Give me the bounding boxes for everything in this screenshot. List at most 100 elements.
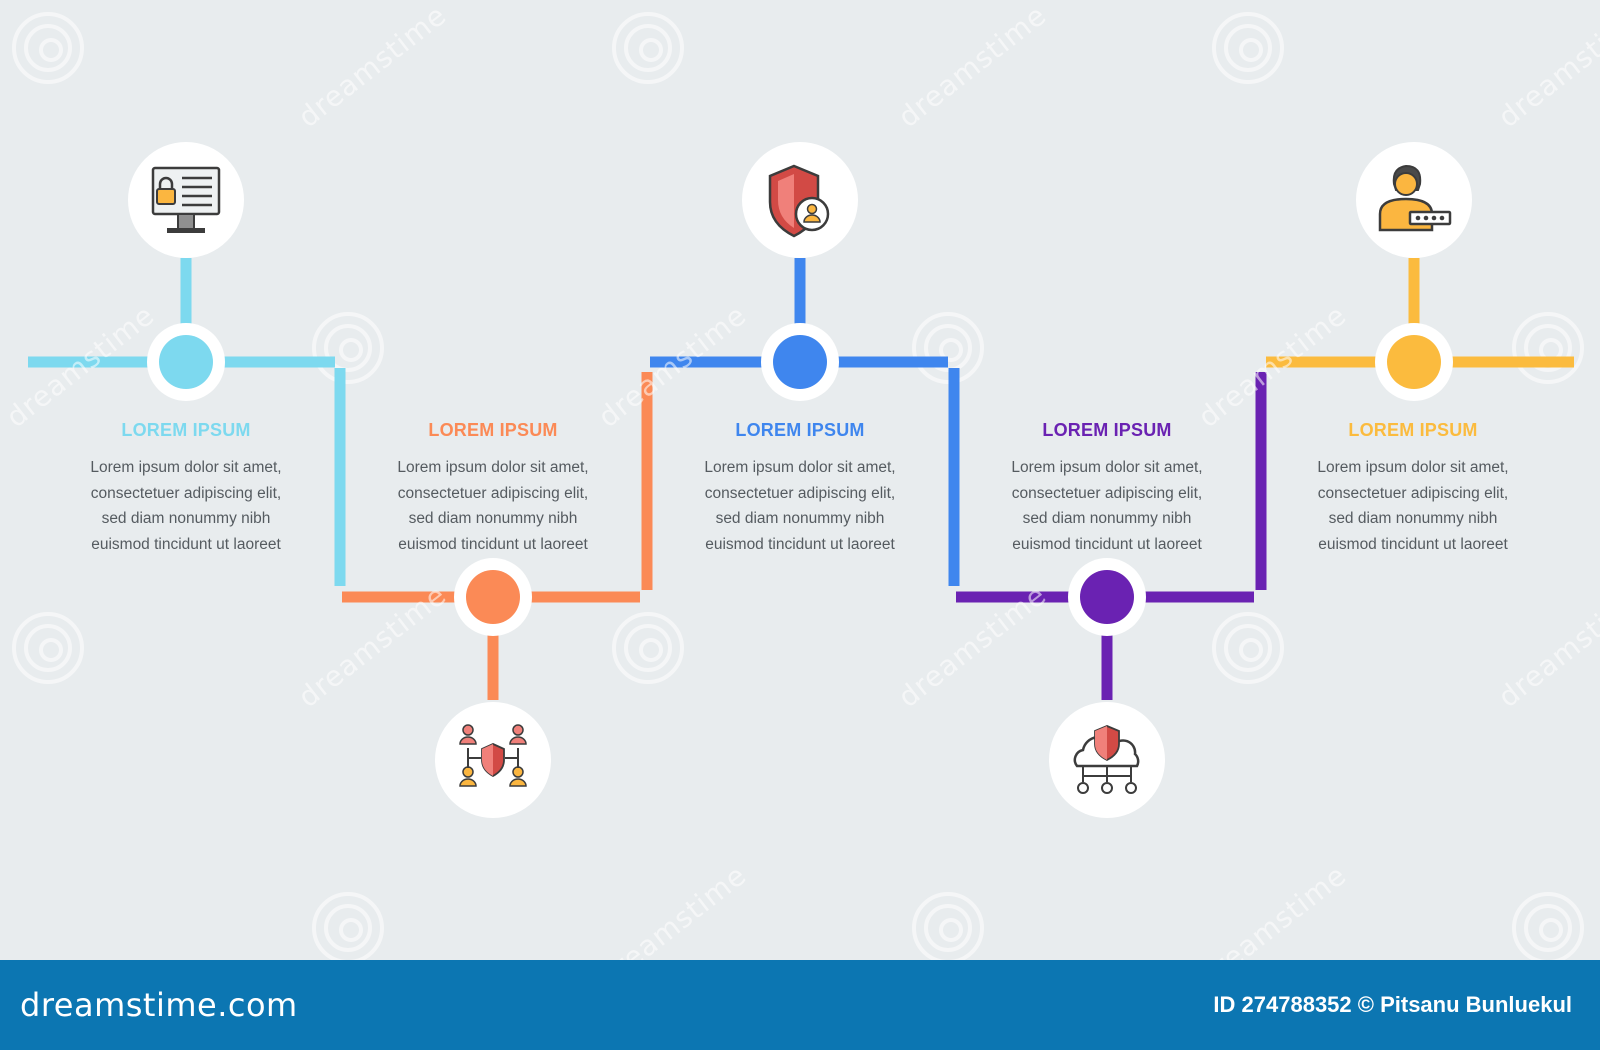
- step-5-description: Lorem ipsum dolor sit amet, consectetuer…: [1283, 455, 1543, 557]
- step-5-title: LOREM IPSUM: [1348, 420, 1478, 440]
- step-1-description: Lorem ipsum dolor sit amet, consectetuer…: [56, 455, 316, 557]
- step-3-line: consectetuer adipiscing elit,: [704, 484, 896, 502]
- watermark-ring: [939, 338, 963, 362]
- watermark-ring: [12, 12, 84, 84]
- user-head: [1394, 172, 1418, 196]
- watermark-ring: [939, 918, 963, 942]
- step-1-title: LOREM IPSUM: [121, 420, 251, 440]
- watermark-ring: [312, 312, 384, 384]
- watermark-spiral-icon: [312, 892, 384, 960]
- watermark-spiral-icon: [12, 12, 84, 84]
- monitor-stand: [177, 213, 195, 230]
- user-password-icon: [1378, 164, 1452, 232]
- step-1-line: Lorem ipsum dolor sit amet,: [90, 459, 282, 476]
- watermark-ring: [12, 612, 84, 684]
- watermark-ring: [1212, 12, 1284, 84]
- lock-shackle: [158, 176, 174, 189]
- network-node: [1101, 782, 1113, 794]
- watermark-ring: [612, 612, 684, 684]
- step-2-node-dot: [466, 570, 520, 624]
- step-1-node-dot: [159, 335, 213, 389]
- step-3-line: Lorem ipsum dolor sit amet,: [704, 459, 896, 476]
- shield-highlight: [778, 174, 794, 228]
- step-1-text: LOREM IPSUM Lorem ipsum dolor sit amet, …: [56, 420, 316, 557]
- watermark-ring: [1212, 612, 1284, 684]
- step-3-node-dot: [773, 335, 827, 389]
- person-head: [512, 724, 524, 736]
- step-4-line: Lorem ipsum dolor sit amet,: [1011, 459, 1203, 476]
- watermark-spiral-icon: [1212, 12, 1284, 84]
- watermark-ring: [339, 918, 363, 942]
- step-5-node-dot: [1387, 335, 1441, 389]
- person-body: [459, 736, 477, 745]
- step-3-title: LOREM IPSUM: [735, 420, 865, 440]
- watermark-ring: [1512, 892, 1584, 960]
- step-2-line: consectetuer adipiscing elit,: [397, 484, 589, 502]
- site-logo[interactable]: dreamstime.com: [20, 986, 298, 1024]
- watermark-ring: [924, 324, 972, 372]
- cloud-shield-icon: [1073, 725, 1140, 794]
- person-body: [509, 778, 527, 787]
- watermark-spiral-icon: [1512, 892, 1584, 960]
- watermark-ring: [39, 38, 63, 62]
- person-head: [462, 766, 474, 778]
- watermark-spiral-icon: [612, 612, 684, 684]
- watermark-ring: [324, 324, 372, 372]
- step-3-text: LOREM IPSUM Lorem ipsum dolor sit amet, …: [670, 420, 930, 557]
- step-5-text: LOREM IPSUM Lorem ipsum dolor sit amet, …: [1283, 420, 1543, 557]
- step-4-text: LOREM IPSUM Lorem ipsum dolor sit amet, …: [977, 420, 1237, 557]
- step-2-text: LOREM IPSUM Lorem ipsum dolor sit amet, …: [363, 420, 623, 557]
- monitor-base: [167, 228, 205, 233]
- watermark-ring: [1524, 324, 1572, 372]
- step-5-line: consectetuer adipiscing elit,: [1317, 484, 1509, 502]
- step-3-description: Lorem ipsum dolor sit amet, consectetuer…: [670, 455, 930, 557]
- shield-highlight: [1095, 726, 1107, 760]
- watermark-ring: [1539, 918, 1563, 942]
- person-body: [509, 736, 527, 745]
- watermark-spiral-icon: [312, 312, 384, 384]
- watermark-ring: [624, 624, 672, 672]
- watermark-ring: [39, 638, 63, 662]
- step-4-line: consectetuer adipiscing elit,: [1011, 484, 1203, 502]
- password-dot: [1431, 215, 1437, 221]
- step-2-description: Lorem ipsum dolor sit amet, consectetuer…: [363, 455, 623, 557]
- watermark-ring: [1524, 904, 1572, 952]
- step-1-line: sed diam nonummy nibh: [101, 510, 271, 527]
- step-2-line: sed diam nonummy nibh: [408, 510, 578, 527]
- timeline-diagram: [12, 12, 1584, 960]
- step-4-description: Lorem ipsum dolor sit amet, consectetuer…: [977, 455, 1237, 557]
- watermark-ring: [24, 624, 72, 672]
- watermark-ring: [1224, 24, 1272, 72]
- watermark-ring: [1224, 624, 1272, 672]
- watermark-ring: [1239, 638, 1263, 662]
- watermark-ring: [639, 38, 663, 62]
- watermark-ring: [912, 892, 984, 960]
- watermark-ring: [624, 24, 672, 72]
- step-2-line: Lorem ipsum dolor sit amet,: [397, 459, 589, 476]
- step-4-line: euismod tincidunt ut laoreet: [1012, 535, 1202, 553]
- step-4-line: sed diam nonummy nibh: [1022, 510, 1192, 527]
- password-dot: [1415, 215, 1421, 221]
- watermark-ring: [312, 892, 384, 960]
- step-2-title: LOREM IPSUM: [428, 420, 558, 440]
- step-3-line: sed diam nonummy nibh: [715, 510, 885, 527]
- user-body: [803, 214, 821, 223]
- password-dot: [1439, 215, 1445, 221]
- step-4-node-dot: [1080, 570, 1134, 624]
- step-5-line: Lorem ipsum dolor sit amet,: [1317, 459, 1509, 476]
- person-body: [459, 778, 477, 787]
- watermark-spiral-icon: [1512, 312, 1584, 384]
- step-5-line: euismod tincidunt ut laoreet: [1318, 535, 1508, 553]
- password-field: [1408, 210, 1452, 226]
- watermark-ring: [339, 338, 363, 362]
- step-2-line: euismod tincidunt ut laoreet: [398, 535, 588, 553]
- watermark-ring: [639, 638, 663, 662]
- watermark-spiral-icon: [612, 12, 684, 84]
- watermark-ring: [1239, 38, 1263, 62]
- person-head: [512, 766, 524, 778]
- footer-bar: dreamstime.com ID 274788352 © Pitsanu Bu…: [0, 960, 1600, 1050]
- step-4-title: LOREM IPSUM: [1042, 420, 1172, 440]
- person-head: [462, 724, 474, 736]
- shield-user-icon: [768, 164, 830, 238]
